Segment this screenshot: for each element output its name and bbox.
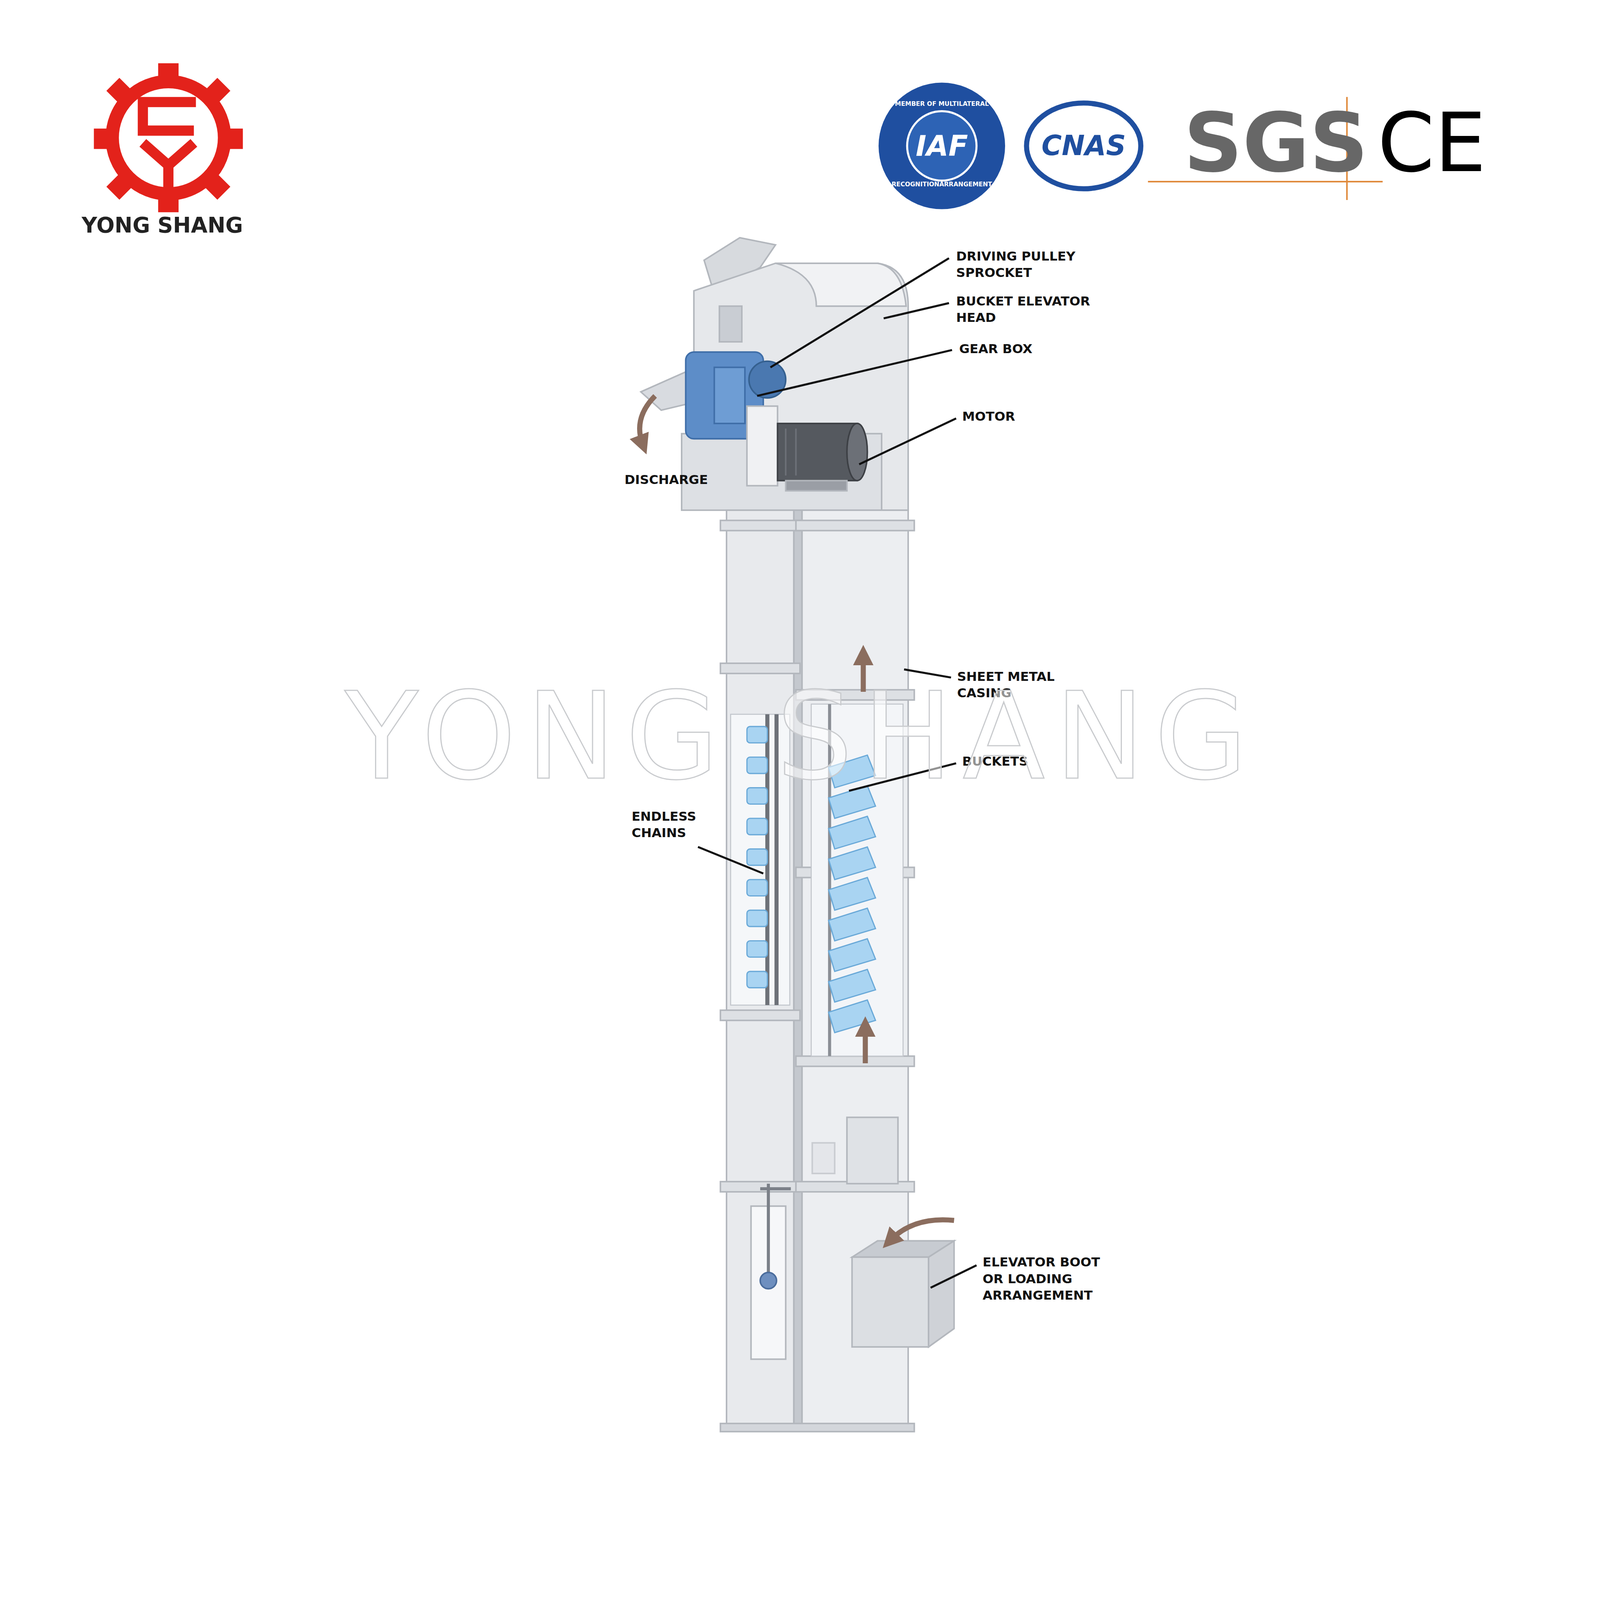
callout-label: ENDLESS CHAINS xyxy=(631,808,744,842)
callout-label: DISCHARGE xyxy=(624,471,709,488)
cert-logo: SGS xyxy=(1183,89,1369,197)
callout-label: ELEVATOR BOOT OR LOADING ARRANGEMENT xyxy=(982,1253,1116,1304)
callout-label: MOTOR xyxy=(962,408,1015,425)
cert-logo: CE xyxy=(1377,89,1487,197)
logo-mark xyxy=(93,63,243,213)
brand-name: YONG SHANG xyxy=(81,211,243,240)
watermark: YONG SHANG xyxy=(344,676,1258,797)
elevator-head xyxy=(640,237,908,511)
callout-label: DRIVING PULLEY SPROCKET xyxy=(956,248,1110,282)
cert-logo: IAF xyxy=(915,127,968,165)
cert-logo: CNAS xyxy=(1041,128,1126,165)
callout-label: BUCKET ELEVATOR HEAD xyxy=(956,292,1110,327)
ring-text: RECOGNITIONARRANGEMENT xyxy=(891,180,992,189)
certification-marks xyxy=(878,82,1383,210)
callout-label: GEAR BOX xyxy=(959,340,1033,358)
elevator-boot xyxy=(751,1117,955,1359)
ring-text: MEMBER OF MULTILATERAL xyxy=(894,100,989,108)
